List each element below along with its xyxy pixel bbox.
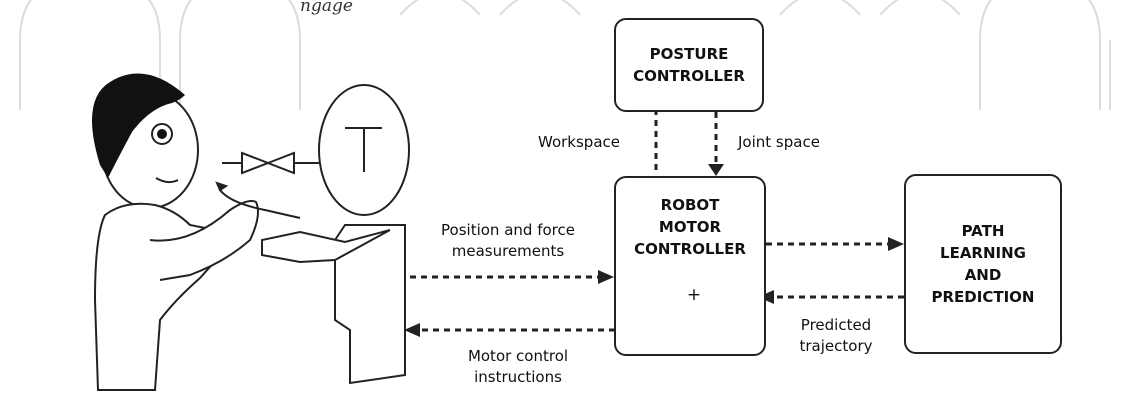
robot-face-mark [345,127,382,172]
position-force-label: Position and force measurements [428,220,588,262]
human-mouth [155,177,179,184]
motor-control-line-1: Motor control [467,347,569,365]
path-learning-line-1: PATH [961,222,1005,240]
posture-controller-line-2: CONTROLLER [633,67,745,85]
human-arm [149,200,259,281]
interaction-symbol [222,151,320,175]
heading-fragment: ngage [300,0,353,16]
human-hair [92,73,185,178]
joint-space-label: Joint space [738,133,820,151]
path-learning-line-4: PREDICTION [931,288,1035,306]
predicted-trajectory-label: Predicted trajectory [786,315,886,357]
workspace-label: Workspace [538,133,620,151]
robot-motor-line-3: CONTROLLER [634,240,746,258]
position-force-line-1: Position and force [441,221,575,239]
robot-arm [261,229,391,264]
summing-symbol: + [686,285,702,305]
motor-control-line-2: instructions [474,368,562,386]
path-learning-box: PATH LEARNING AND PREDICTION [904,174,1062,354]
path-learning-line-3: AND [964,266,1002,284]
position-force-line-2: measurements [451,242,565,260]
predicted-line-1: Predicted [800,316,872,334]
posture-controller-line-1: POSTURE [649,45,729,63]
predicted-line-2: trajectory [799,337,873,355]
robot-motor-line-2: MOTOR [658,218,722,236]
robot-motor-line-1: ROBOT [660,196,720,214]
human-robot-illustration [92,73,410,391]
robot-motor-controller-box: ROBOT MOTOR CONTROLLER [614,176,766,356]
path-learning-line-2: LEARNING [940,244,1026,262]
posture-controller-box: POSTURE CONTROLLER [614,18,764,112]
motor-control-label: Motor control instructions [448,346,588,388]
